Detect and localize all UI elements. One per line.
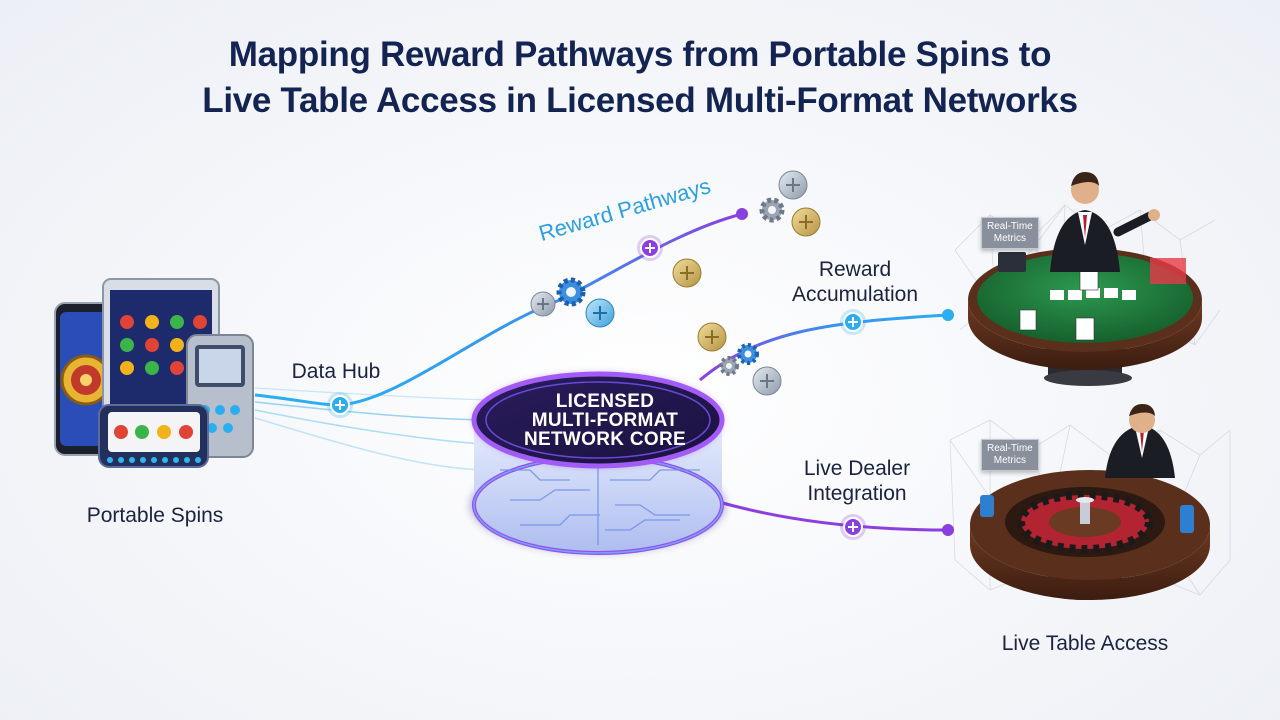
live-dealer-line-1: Live Dealer [803, 457, 911, 480]
page-title: Mapping Reward Pathways from Portable Sp… [0, 32, 1280, 124]
gear-icon [737, 343, 759, 365]
core-line-2: MULTI-FORMAT [531, 410, 679, 431]
accumulation-end-dot [942, 309, 954, 321]
circuit-traces [500, 460, 700, 545]
title-line-2: Live Table Access in Licensed Multi-Form… [202, 81, 1078, 120]
coin-icon [672, 258, 702, 288]
live-dealer-line-2: Integration [807, 482, 907, 505]
dealer-end-dot [942, 524, 954, 536]
blackjack-table-icon [968, 248, 1202, 386]
realtime-metrics-badge: Real-Time Metrics [981, 217, 1039, 249]
core-line-1: LICENSED [555, 391, 655, 412]
data-hub-node-icon[interactable] [327, 392, 353, 418]
portable-spins-label: Portable Spins [86, 504, 224, 527]
gear-icon [759, 197, 785, 223]
data-hub-label: Data Hub [291, 360, 381, 383]
roulette-table-icon [970, 470, 1210, 600]
coin-icon [585, 298, 615, 328]
realtime-metrics-badge: Real-Time Metrics [981, 439, 1039, 471]
reward-pathways-node-icon[interactable] [637, 235, 663, 261]
reward-accumulation-node-icon[interactable] [840, 309, 866, 335]
live-dealer-label: Live Dealer Integration [772, 456, 942, 506]
coin-icon [697, 322, 727, 352]
gear-icon [556, 277, 586, 307]
live-table-access-label: Live Table Access [1001, 632, 1169, 655]
metric-line-2: Metrics [993, 455, 1026, 466]
gear-icon [719, 356, 739, 376]
metric-line-1: Real-Time [987, 443, 1033, 454]
data-hub-flow-lines [254, 387, 501, 471]
reward-accumulation-line [699, 313, 949, 382]
coin-icon [752, 366, 782, 396]
dealer-icon [1105, 404, 1175, 478]
coin-icon [530, 291, 556, 317]
coin-icon [791, 207, 821, 237]
metric-line-2: Metrics [993, 233, 1026, 244]
title-line-1: Mapping Reward Pathways from Portable Sp… [228, 35, 1052, 74]
metric-line-1: Real-Time [987, 221, 1033, 232]
network-core[interactable] [470, 371, 726, 555]
reward-accumulation-line-1: Reward [818, 258, 892, 281]
dealer-icon [1050, 172, 1160, 272]
live-dealer-line [711, 498, 949, 532]
live-dealer-node-icon[interactable] [840, 514, 866, 540]
coin-icon [778, 170, 808, 200]
reward-accumulation-label: Reward Accumulation [770, 257, 940, 307]
slot-machine-icon [98, 404, 209, 468]
pathway-end-dot [736, 208, 748, 220]
network-core-label: LICENSED MULTI-FORMAT NETWORK CORE [480, 392, 730, 449]
core-line-3: NETWORK CORE [524, 429, 686, 450]
reward-accumulation-line-2: Accumulation [791, 283, 919, 306]
